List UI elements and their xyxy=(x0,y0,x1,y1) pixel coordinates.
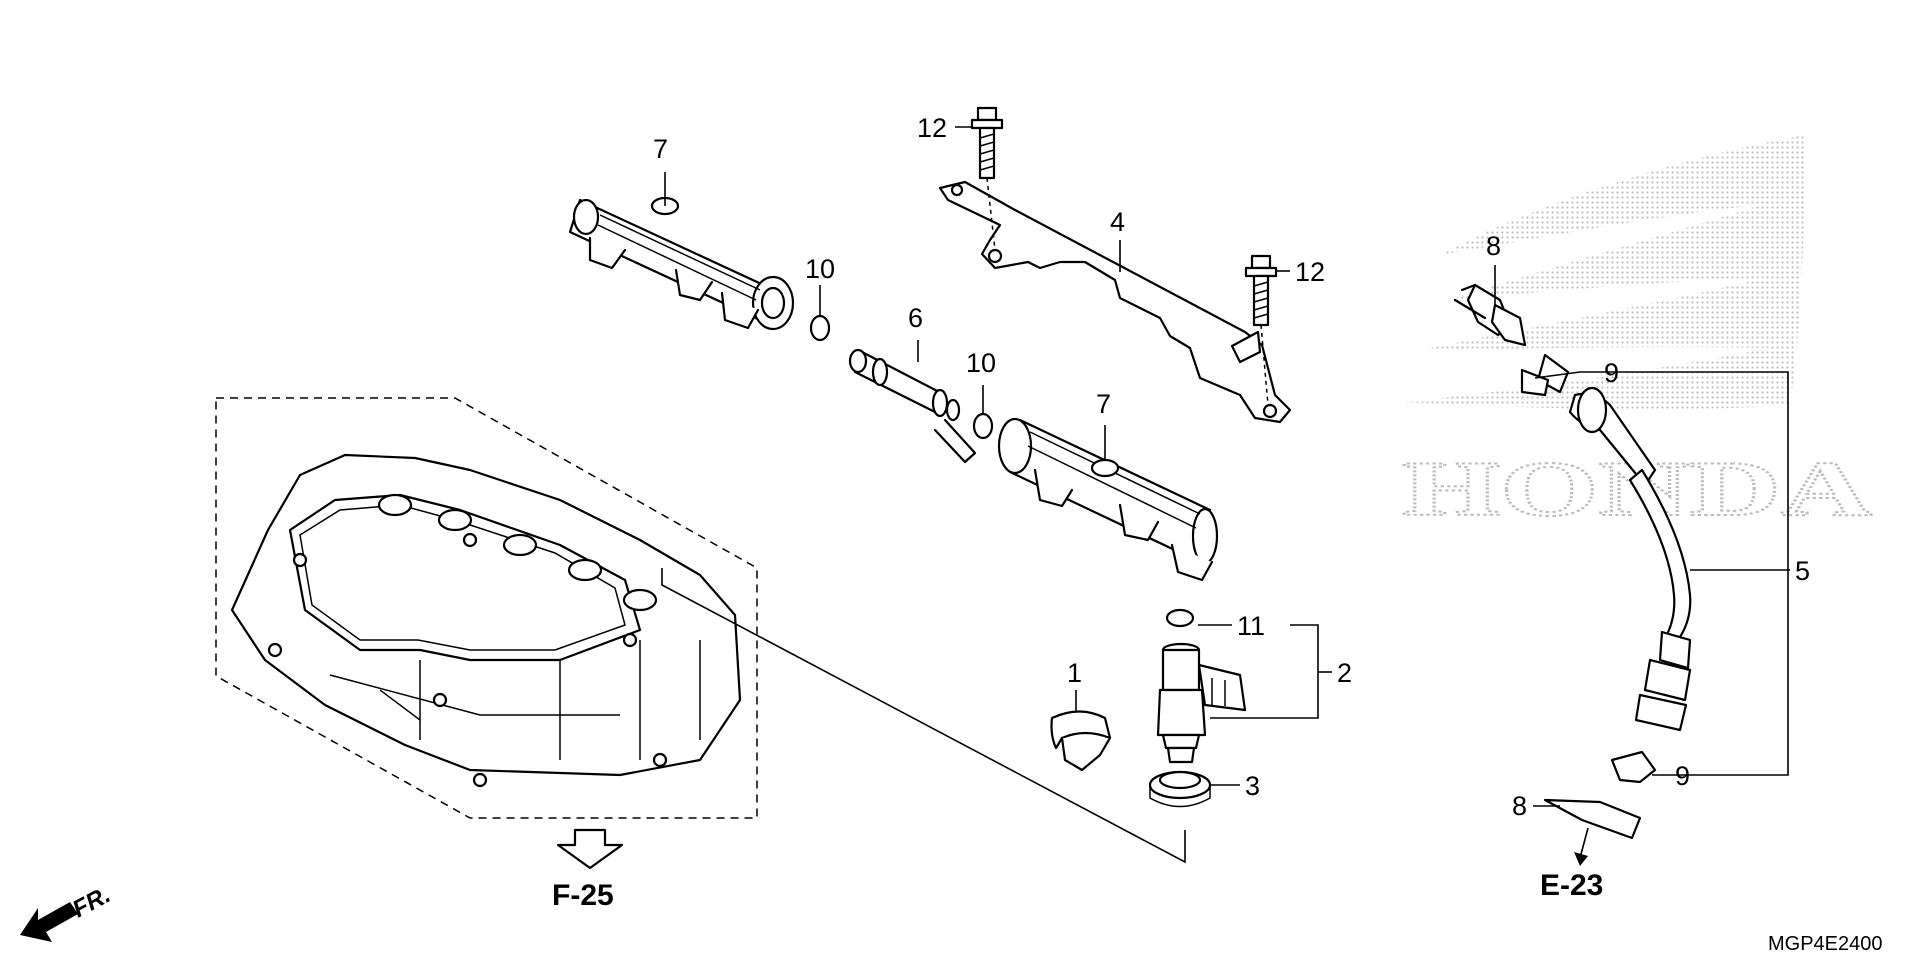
drawing-code: MGP4E2400 xyxy=(1768,933,1883,955)
o-ring-injector xyxy=(1165,608,1195,628)
bolt-upper xyxy=(970,106,1004,180)
clip-lower xyxy=(1543,798,1642,840)
fuel-rail-bracket xyxy=(938,180,1292,424)
callout-9-upper: 9 xyxy=(1604,358,1619,388)
leader-lines xyxy=(664,126,1790,807)
bolt-right xyxy=(1244,254,1278,327)
callout-4: 4 xyxy=(1110,207,1125,237)
callout-10-lower: 10 xyxy=(966,348,996,378)
callout-9-lower: 9 xyxy=(1675,761,1690,791)
f25-reference: F-25 xyxy=(552,828,624,912)
callout-11: 11 xyxy=(1237,611,1265,641)
fuel-rail-lower xyxy=(997,417,1219,582)
front-direction-arrow: FR. xyxy=(20,881,115,942)
fuel-injector xyxy=(1156,642,1247,764)
e23-label: E-23 xyxy=(1540,869,1603,902)
joint-pipe xyxy=(848,348,977,464)
callouts: 7 10 6 10 7 4 12 12 8 9 5 9 8 11 2 1 3 xyxy=(653,113,1810,821)
callout-5: 5 xyxy=(1795,556,1810,586)
o-ring-upper xyxy=(809,314,831,342)
injector-cushion xyxy=(1050,710,1112,772)
callout-7-upper: 7 xyxy=(653,134,668,164)
callout-1: 1 xyxy=(1067,658,1082,688)
callout-2: 2 xyxy=(1337,658,1352,688)
f25-label: F-25 xyxy=(552,879,614,912)
callout-12-right: 12 xyxy=(1295,257,1325,287)
callout-8-lower: 8 xyxy=(1512,791,1527,821)
callout-12-upper: 12 xyxy=(917,113,947,143)
injector-seal xyxy=(1148,770,1212,808)
clip-upper xyxy=(1490,303,1527,347)
e23-reference: E-23 xyxy=(1540,827,1603,902)
callout-7-lower: 7 xyxy=(1096,389,1111,419)
fuel-rail-upper xyxy=(568,196,795,331)
callout-8-upper: 8 xyxy=(1486,231,1501,261)
intake-manifold xyxy=(215,397,758,819)
callout-6: 6 xyxy=(908,303,923,333)
sub-harness xyxy=(1453,283,1692,784)
callout-10-upper: 10 xyxy=(805,254,835,284)
callout-3: 3 xyxy=(1245,771,1260,801)
o-ring-lower xyxy=(972,412,994,440)
front-label: FR. xyxy=(68,881,115,923)
